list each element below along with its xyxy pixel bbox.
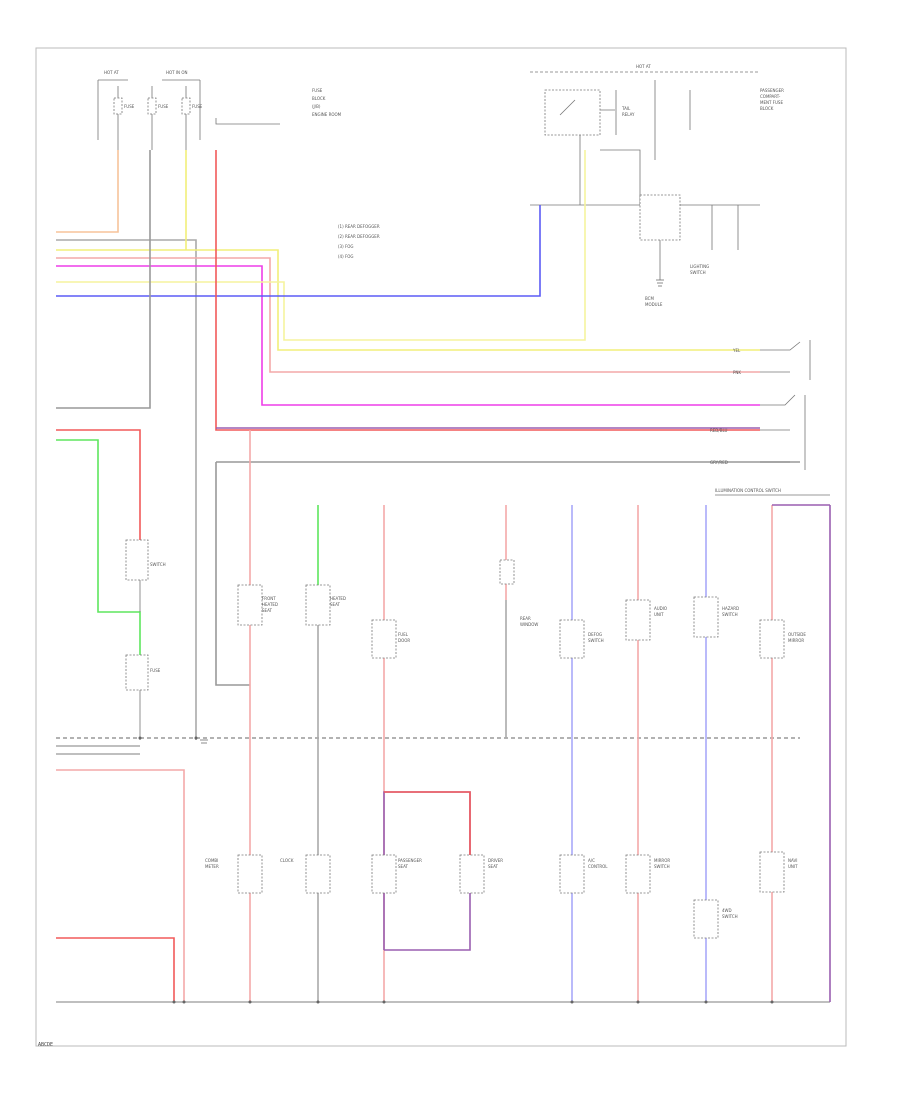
svg-text:SWITCH: SWITCH — [690, 270, 706, 275]
fuse-note: FUSE BLOCK (J/B) ENGINE ROOM — [215, 88, 342, 125]
diagram-frame — [35, 47, 847, 1047]
wire-gray-mid — [215, 461, 800, 686]
wire-purple-loop — [383, 791, 471, 951]
wire-red-bottom — [56, 937, 175, 1002]
svg-text:SWITCH: SWITCH — [588, 638, 604, 643]
svg-text:FUSE: FUSE — [192, 104, 203, 109]
wire-pink-bottom — [56, 769, 185, 1002]
svg-text:OUTSIDE: OUTSIDE — [788, 632, 806, 637]
page-code: ABCDE — [38, 1042, 54, 1048]
wire-yellow-top — [56, 150, 760, 351]
svg-text:FRONT: FRONT — [262, 596, 276, 601]
svg-text:REAR: REAR — [520, 616, 531, 621]
svg-text:DEFOG: DEFOG — [588, 632, 602, 637]
left-components: SWITCH FUSE — [125, 539, 166, 740]
svg-text:WINDOW: WINDOW — [520, 622, 538, 627]
svg-text:MODULE: MODULE — [645, 302, 663, 307]
svg-text:SEAT: SEAT — [398, 864, 408, 869]
svg-text:DOOR: DOOR — [398, 638, 410, 643]
svg-text:SEAT: SEAT — [488, 864, 498, 869]
svg-text:SWITCH: SWITCH — [150, 562, 166, 567]
svg-text:FUSE: FUSE — [150, 668, 161, 673]
wire-pink-top — [56, 257, 760, 373]
svg-text:CONTROL: CONTROL — [588, 864, 608, 869]
right-header: ILLUMINATION CONTROL SWITCH — [715, 488, 781, 493]
svg-text:SWITCH: SWITCH — [654, 864, 670, 869]
svg-text:PASSENGER: PASSENGER — [760, 88, 784, 93]
svg-text:AUDIO: AUDIO — [654, 606, 667, 611]
svg-text:FUEL: FUEL — [398, 632, 409, 637]
svg-text:BCM: BCM — [645, 296, 654, 301]
wire-green-left — [56, 439, 141, 655]
svg-text:RED/BLU: RED/BLU — [710, 428, 728, 433]
left-bus-wires — [56, 745, 140, 755]
svg-text:LIGHTING: LIGHTING — [690, 264, 709, 269]
wire-red-left — [56, 429, 141, 540]
svg-text:METER: METER — [205, 864, 219, 869]
legend-line-2: (2) REAR DEFOGGER — [338, 234, 380, 239]
switch-right-lower: RED/BLU GRY/RED — [710, 394, 806, 470]
wire-red-loop — [384, 791, 471, 860]
svg-text:A/C: A/C — [588, 858, 595, 863]
svg-text:PASSENGER: PASSENGER — [398, 858, 422, 863]
wire-v9 — [772, 504, 831, 1002]
svg-text:(J/B): (J/B) — [312, 104, 321, 109]
svg-text:4WD: 4WD — [722, 908, 732, 913]
svg-text:HOT AT: HOT AT — [104, 70, 119, 75]
svg-text:SWITCH: SWITCH — [722, 914, 738, 919]
legend-line-3: (3) FOG — [338, 244, 354, 249]
svg-text:FUSE: FUSE — [158, 104, 169, 109]
svg-text:NAVI: NAVI — [788, 858, 797, 863]
svg-text:MIRROR: MIRROR — [788, 638, 804, 643]
svg-text:PNK: PNK — [733, 370, 741, 375]
svg-text:COMPART-: COMPART- — [760, 94, 781, 99]
wire-gray-top — [56, 239, 197, 740]
svg-text:DRIVER: DRIVER — [488, 858, 503, 863]
svg-text:MENT FUSE: MENT FUSE — [760, 100, 783, 105]
svg-text:CLOCK: CLOCK — [280, 858, 294, 863]
legend: (1) REAR DEFOGGER (2) REAR DEFOGGER (3) … — [338, 224, 380, 259]
svg-text:HOT AT: HOT AT — [636, 64, 651, 69]
wire-gray-left — [56, 150, 151, 409]
legend-line-4: (4) FOG — [338, 254, 354, 259]
junction-dots — [138, 736, 774, 1004]
svg-text:BLOCK: BLOCK — [312, 96, 326, 101]
svg-text:ENGINE ROOM: ENGINE ROOM — [312, 112, 342, 117]
svg-text:SEAT: SEAT — [262, 608, 272, 613]
svg-text:HOT IN ON: HOT IN ON — [166, 70, 187, 75]
svg-text:FUSE: FUSE — [312, 88, 323, 93]
svg-text:FUSE: FUSE — [124, 104, 135, 109]
svg-text:UNIT: UNIT — [788, 864, 798, 869]
svg-text:GRY/RED: GRY/RED — [710, 460, 728, 465]
svg-text:MIRROR: MIRROR — [654, 858, 670, 863]
svg-text:SEAT: SEAT — [330, 602, 340, 607]
switch-right-upper: YEL PNK — [732, 340, 811, 380]
wire-yellow-2 — [56, 150, 586, 341]
svg-text:HEATED: HEATED — [262, 602, 278, 607]
svg-text:HEATED: HEATED — [330, 596, 346, 601]
svg-text:TAIL: TAIL — [621, 106, 631, 111]
wire-blue-top — [56, 205, 541, 297]
svg-text:UNIT: UNIT — [654, 612, 664, 617]
ground-symbols — [200, 279, 664, 744]
legend-line-1: (1) REAR DEFOGGER — [338, 224, 380, 229]
svg-text:RELAY: RELAY — [622, 112, 635, 117]
svg-text:BLOCK: BLOCK — [760, 106, 774, 111]
wire-red-top — [215, 150, 760, 431]
wire-orange-top — [56, 150, 119, 233]
svg-text:SWITCH: SWITCH — [722, 612, 738, 617]
svg-text:YEL: YEL — [732, 348, 741, 353]
fuse-box-left: HOT AT HOT IN ON FUSE FUSE FUSE — [97, 70, 203, 150]
svg-text:HAZARD: HAZARD — [722, 606, 739, 611]
svg-text:COMBI: COMBI — [205, 858, 218, 863]
wire-magenta-top — [56, 265, 760, 406]
